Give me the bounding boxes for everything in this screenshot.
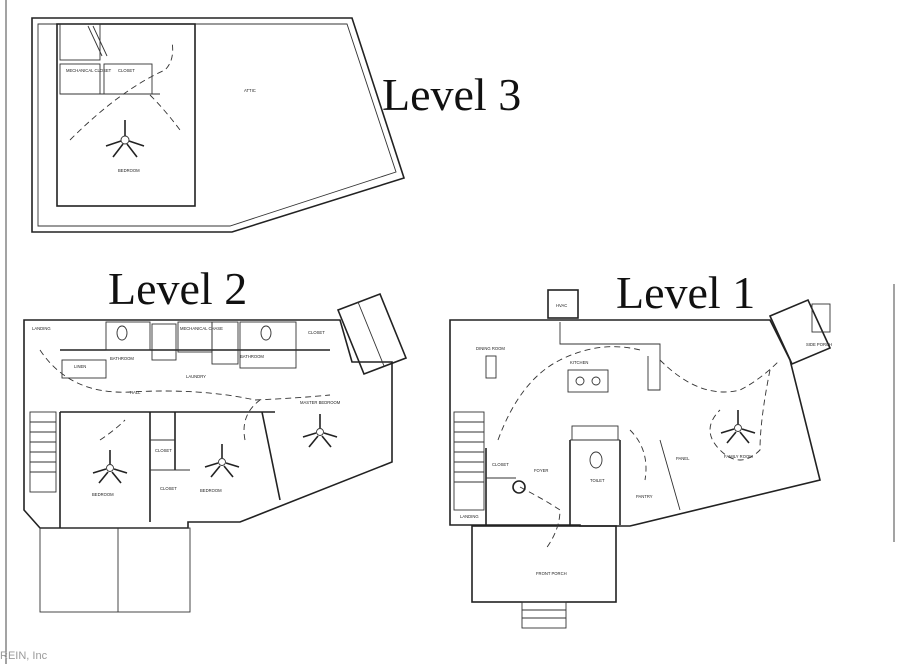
ceiling-fan-icon (105, 120, 145, 158)
room-label: CLOSET (492, 462, 509, 467)
ceiling-fan-icon (720, 410, 756, 444)
hvac-unit (547, 289, 579, 319)
wiring-run (243, 399, 261, 441)
wiring-run (629, 429, 647, 481)
room-label: CLOSET (155, 448, 172, 453)
room-label: BATHROOM (110, 356, 134, 361)
stair-line (87, 25, 103, 57)
ceiling-fan-icon (92, 450, 128, 484)
room-label: BATHROOM (240, 354, 264, 359)
level-3-outline (31, 17, 406, 233)
level-3-inner-outline (37, 23, 397, 227)
room-label: LANDING (460, 514, 479, 519)
room-label: CLOSET (118, 68, 135, 73)
room-label: HVAC (556, 303, 567, 308)
room-label: LAUNDRY (186, 374, 206, 379)
dining-table (485, 355, 497, 379)
room-label: CLOSET (160, 486, 177, 491)
bathtub-icon (151, 323, 177, 361)
front-porch (471, 525, 617, 603)
level-1-outline (449, 319, 821, 527)
level-2-linen (61, 359, 107, 379)
room-label: LANDING (32, 326, 51, 331)
level-2-outline (23, 319, 393, 529)
kitchen-island (567, 369, 609, 393)
room-label: PANEL (676, 456, 690, 461)
wiring-run (39, 349, 331, 401)
wiring-run (659, 359, 781, 393)
sink-icon (575, 376, 585, 386)
room-label: MECHANICAL CLOSET (66, 68, 112, 73)
level-2-title: Level 2 (108, 263, 248, 314)
room-label: PANTRY (636, 494, 653, 499)
ceiling-fan-icon (204, 444, 240, 478)
room-label: MASTER BEDROOM (300, 400, 341, 405)
room-label: FOYER (534, 468, 548, 473)
level-1-title: Level 1 (616, 267, 756, 318)
shower-icon (211, 321, 239, 365)
level-3-stair (59, 23, 101, 61)
level-2-deck (39, 527, 191, 613)
level-2-balcony (336, 292, 408, 376)
side-porch (768, 298, 832, 366)
level-3-title: Level 3 (382, 69, 522, 120)
room-label: FRONT PORCH (536, 571, 567, 576)
toilet-icon (116, 325, 128, 341)
level-2-plan: LANDING LINEN BATHROOM MECHANICAL CHASE … (23, 292, 408, 613)
room-label: DINING ROOM (476, 346, 505, 351)
room-label: MECHANICAL CHASE (180, 326, 223, 331)
foyer-light-icon (512, 480, 526, 494)
wall (261, 411, 281, 501)
level-1-stair (453, 411, 485, 511)
level-3-bedroom-block (56, 23, 196, 207)
room-label: HALL (130, 390, 141, 395)
wiring-run (519, 486, 561, 551)
wiring-run (69, 41, 174, 141)
room-label: BEDROOM (200, 488, 222, 493)
wiring-run (497, 346, 641, 441)
sink-icon (591, 376, 601, 386)
level-3-plan: MECHANICAL CLOSET CLOSET ATTIC BEDROOM (31, 17, 406, 233)
room-label: LINEN (74, 364, 86, 369)
front-porch-steps (521, 601, 567, 629)
toilet-icon (260, 325, 272, 341)
wiring-run (99, 419, 126, 441)
level-2-bathroom-2 (239, 321, 297, 369)
side-porch-steps (811, 303, 831, 333)
watermark: REIN, Inc (0, 650, 48, 662)
stair-line (92, 25, 108, 57)
wall (659, 439, 681, 511)
room-label: FAMILY ROOM (724, 454, 753, 459)
room-label: SIDE PORCH (806, 342, 832, 347)
wiring-run (149, 94, 181, 131)
room-label: ATTIC (244, 88, 256, 93)
room-label: BEDROOM (118, 168, 140, 173)
room-label: TOILET (590, 478, 605, 483)
balcony-divider (357, 301, 385, 367)
room-label: KITCHEN (570, 360, 588, 365)
toilet-icon (589, 451, 603, 469)
ceiling-fan-icon (302, 414, 338, 448)
wiring-run (709, 369, 771, 461)
vanity-counter (571, 425, 619, 441)
level-2-bathroom (105, 321, 151, 351)
kitchen-counter (559, 322, 661, 391)
room-label: BEDROOM (92, 492, 114, 497)
level-1-plan: HVAC DINING ROOM KITCHEN SIDE PORCH CLOS… (449, 289, 832, 629)
room-label: CLOSET (308, 330, 325, 335)
